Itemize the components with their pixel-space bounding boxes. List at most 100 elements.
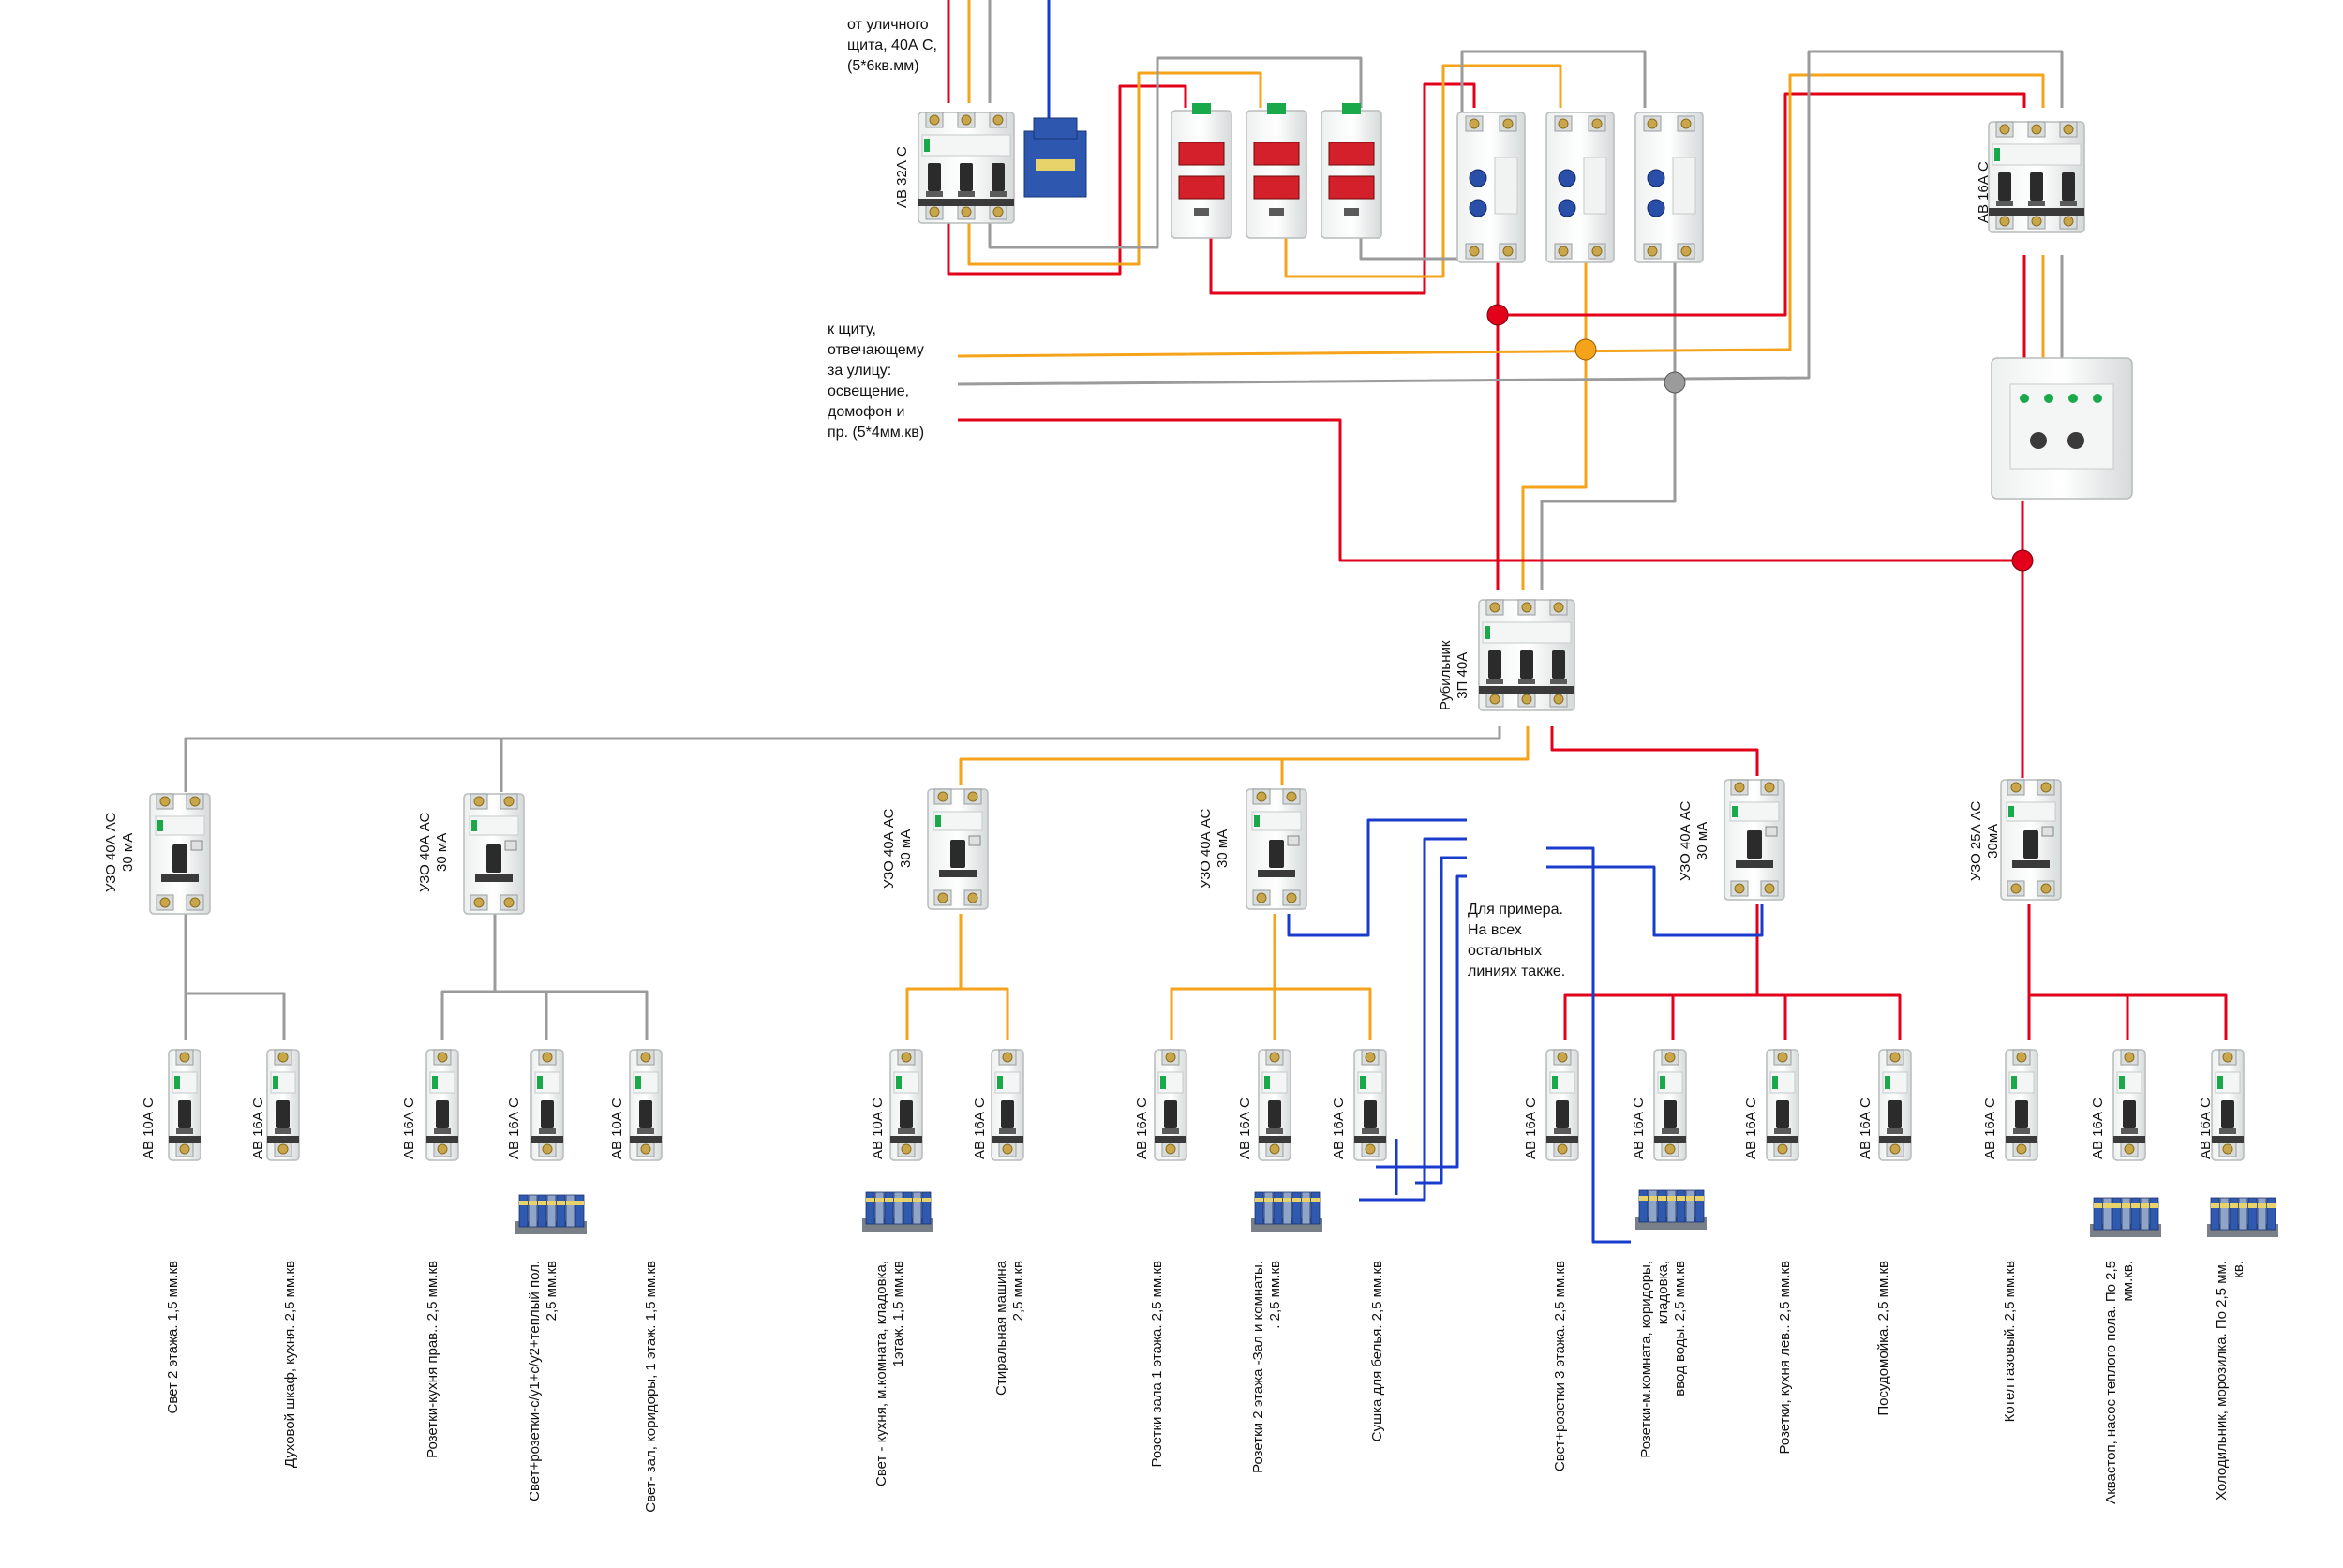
load-caption-line: 1этаж. 1,5 мм.кв [890,1261,906,1367]
wire-meter-orange [1284,64,1562,278]
load-caption-line: Розетки, кухня лев.. 2,5 мм.кв [1777,1261,1793,1455]
branch-breaker-12 [1653,1049,1687,1161]
load-caption-line: Свет 2 этажа. 1,5 мм.кв [165,1261,181,1414]
load-caption-text: Розетки зала 1 этажа. 2,5 мм.кв [1149,1261,1166,1467]
breaker-rating-text: АВ 10А С [609,1098,625,1159]
voltage-relay-3 [1634,112,1704,263]
neutral-example-note: Для примера. На всех остальных линиях та… [1468,900,1565,982]
wire-meter-red [1209,82,1476,295]
wire-g6-bus [2029,993,2228,1040]
load-caption-text: Розетки-м.комната, коридоры,кладовка,вво… [1638,1261,1689,1458]
load-caption-line: Розетки-кухня прав.. 2,5 мм.кв [425,1261,440,1458]
load-caption-text: Свет - кухня, м.комната, кладовка,1этаж.… [873,1261,907,1486]
load-caption-line: Розетки 2 этажа -Зал и комнаты. [1250,1261,1266,1473]
terminal-block-1 [515,1194,587,1234]
load-caption-text: Розетки-кухня прав.. 2,5 мм.кв [425,1261,441,1458]
rcd-3 [927,788,989,910]
outdoor-note-line: к щиту, [828,321,876,337]
load-caption-text: Холодильник, морозилка. По 2,5 мм.кв. [2214,1261,2247,1501]
wire-neutral-1 [1287,818,1467,937]
load-caption-text: Свет+розетки-с/у1+с/у2+теплый пол.2,5 мм… [527,1261,560,1501]
load-caption-line: Свет+розетки-с/у1+с/у2+теплый пол. [527,1261,543,1501]
breaker-rating-text: АВ 16А С [2198,1098,2214,1159]
load-caption-line: Котел газовый. 2,5 мм.кв [2002,1261,2018,1423]
switch-label-line: Рубильник [1438,640,1454,710]
junction-red-relay [2011,549,2034,572]
rcd-label-line: 30 мА [1694,821,1710,860]
load-caption-line: Свет- зал, коридоры, 1 этаж. 1,5 мм.кв [643,1261,659,1513]
load-caption-line: Посудомойка. 2,5 мм.кв [1875,1261,1891,1416]
load-caption-line: кв. [2231,1261,2246,1278]
branch-breaker-8 [1154,1049,1187,1161]
rcd-label-line: 30 мА [898,829,914,868]
wire-neutral-5 [1376,874,1467,1169]
wire-neutral-2 [1546,865,1764,937]
branch-breaker-1 [168,1049,201,1161]
branch-breaker-11 [1545,1049,1579,1161]
outdoor-panel-note: к щиту, отвечающему за улицу: освещение,… [828,320,924,443]
load-caption-line: Розетки зала 1 этажа. 2,5 мм.кв [1149,1261,1165,1468]
load-caption-text: Посудомойка. 2,5 мм.кв [1875,1261,1892,1416]
load-caption-line: 2,5 мм.кв [1010,1261,1026,1322]
rcd-label-line: УЗО 25А АС [1968,800,1984,881]
wire-switch-red [1550,726,1759,776]
branch-breaker-13 [1766,1049,1799,1161]
load-caption-line: Розетки-м.комната, коридоры, [1638,1261,1654,1458]
rcd-label-line: УЗО 40А АС [417,812,433,892]
rcd-6 [2000,779,2062,901]
load-caption-line: Холодильник, морозилка. По 2,5 мм. [2214,1261,2230,1501]
rcd-label-line: УЗО 40А АС [881,808,897,889]
branch-breaker-9 [1258,1049,1291,1161]
main-switch-3p40a [1478,599,1575,711]
load-caption-text: Розетки 2 этажа -Зал и комнаты.. 2,5 мм.… [1250,1261,1284,1473]
wire-switch-orange [959,726,1530,785]
wire-g2-bus [440,990,649,1040]
main-breaker-label-text: АВ 32А С [894,146,910,208]
wire-main-red [947,84,1187,276]
example-note-line: На всех [1468,922,1522,938]
breaker-rating-text: АВ 16А С [506,1098,522,1159]
load-caption-text: Свет- зал, коридоры, 1 этаж. 1,5 мм.кв [643,1261,660,1513]
rcd-label-line: УЗО 40А АС [1678,800,1694,881]
load-caption-line: Духовой шкаф, кухня. 2,5 мм.кв [282,1261,298,1469]
incoming-note-line: (5*6кв.мм) [847,58,919,74]
branch-breaker-7 [991,1049,1024,1161]
voltage-meter-2 [1246,103,1307,239]
wire-relay-gray [1540,234,1677,590]
load-caption-line: 2,5 мм.кв [544,1261,560,1322]
breaker-rating-text: АВ 16А С [1631,1098,1647,1159]
breaker-rating-text: АВ 16А С [1237,1098,1253,1159]
breaker-rating-text: АВ 16А С [972,1098,988,1159]
wire-g4-bus [1170,987,1372,1040]
rcd-label-line: УЗО 40А АС [103,812,119,892]
branch-breaker-16 [2112,1049,2146,1161]
outdoor-note-line: домофон и [828,404,905,420]
terminal-block-3 [1251,1191,1322,1232]
rcd-2 [463,793,525,915]
wire-neutral-6 [1546,846,1631,1244]
incoming-note-line: щита, 40А С, [847,37,937,53]
example-note-line: остальных [1468,943,1542,959]
load-caption-line: Стиральная машина [993,1261,1009,1396]
wire-g5-bus [1563,993,1902,1040]
wire-g1-bus [186,992,286,1040]
load-caption-line: Сушка для белья. 2,5 мм.кв [1369,1261,1385,1442]
relay-breaker-16a [1988,121,2085,233]
voltage-meter-1 [1171,103,1232,239]
terminal-block-4 [1635,1189,1707,1230]
breaker-rating-text: АВ 16А С [1331,1098,1347,1159]
terminal-block-2 [862,1191,933,1232]
main-breaker-32a [918,112,1015,224]
load-caption-text: Котел газовый. 2,5 мм.кв [2002,1261,2019,1422]
wire-neutral-3 [1359,837,1467,1202]
outdoor-note-line: пр. (5*4мм.кв) [828,425,925,441]
junction-red [1486,304,1509,326]
wire-neutral-4 [1415,856,1467,1185]
voltage-meter-3 [1321,103,1382,239]
load-caption-line: Свет - кухня, м.комната, кладовка, [873,1261,889,1486]
